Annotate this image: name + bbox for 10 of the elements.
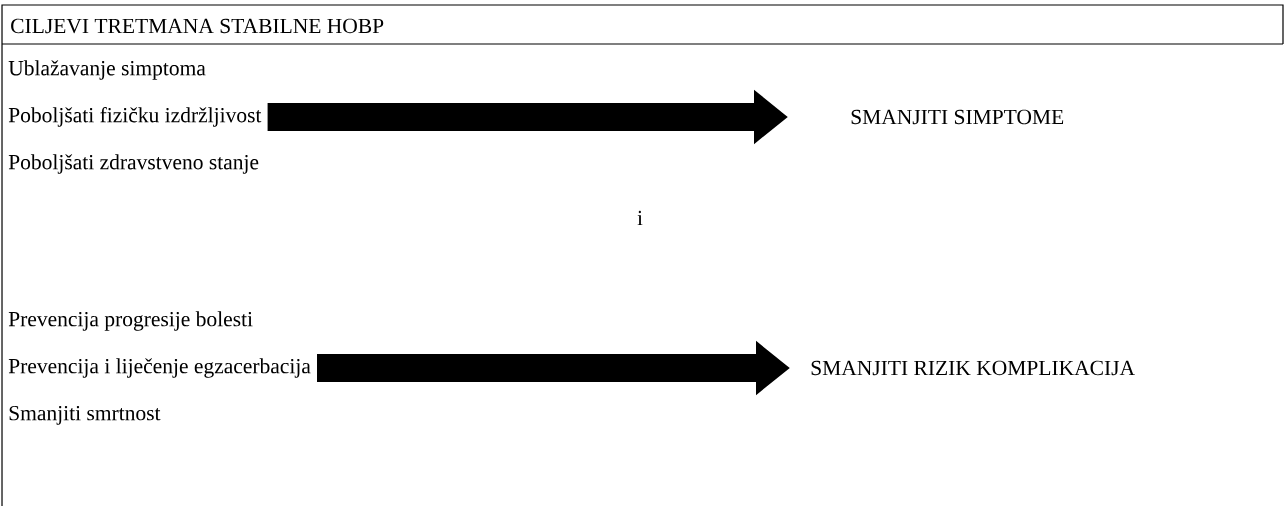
table-heading: CILJEVI TRETMANA STABILNE HOBP: [11, 18, 384, 34]
goal-text: Smanjiti smrtnost: [9, 405, 161, 425]
goal-text: Poboljšati zdravstveno stanje: [8, 154, 259, 174]
goal-text: Ublažavanje simptoma: [8, 60, 206, 80]
result-text: SMANJITI RIZIK KOMPLIKACIJA: [811, 360, 1135, 376]
goal-text: Prevencija progresije bolesti: [8, 311, 253, 331]
result-text: SMANJITI SIMPTOME: [851, 109, 1064, 125]
connector-word: i: [637, 210, 643, 226]
goal-text: Prevencija i liječenje egzacerbacija: [8, 358, 311, 378]
goal-text: Poboljšati fizičku izdržljivost: [8, 107, 262, 127]
